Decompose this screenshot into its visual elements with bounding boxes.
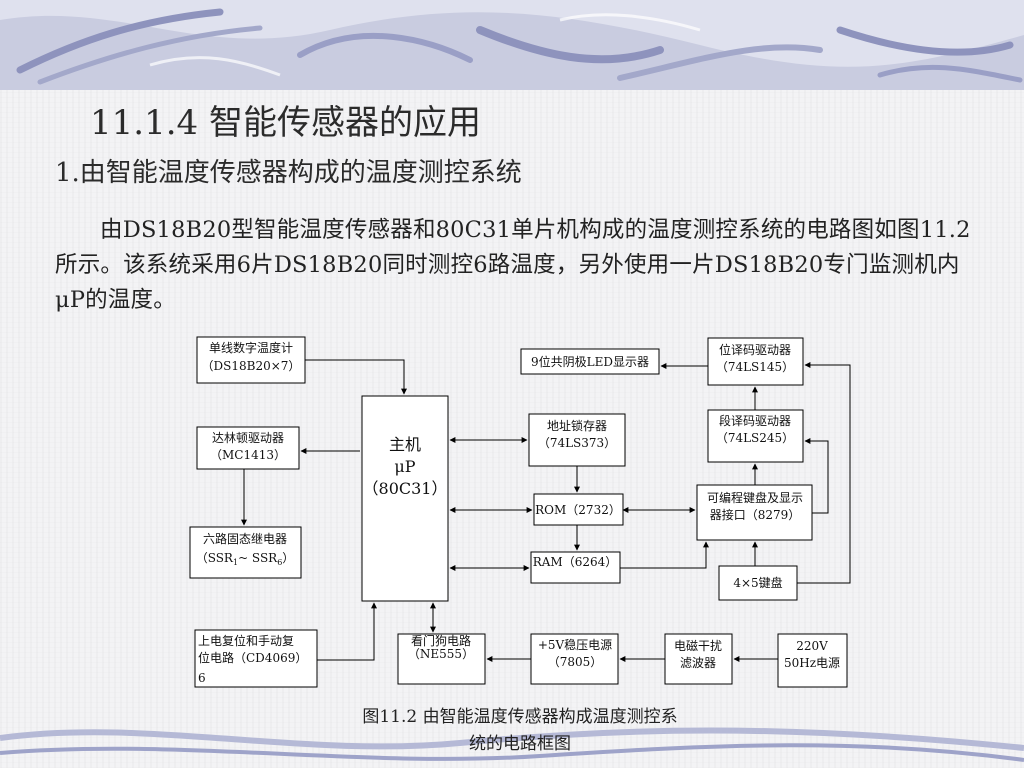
link-ram-kbdif	[620, 541, 709, 569]
ram-label: RAM（6264）	[533, 555, 618, 569]
reset-label-1: 上电复位和手动复	[198, 633, 294, 648]
emi-label-1: 电磁干扰	[674, 638, 722, 653]
box-ram	[530, 551, 621, 584]
mains-label-1: 220V	[796, 639, 828, 653]
darlington-label-2: （MC1413）	[210, 448, 286, 462]
box-led-display	[520, 348, 660, 375]
box-keyboard-interface	[696, 484, 813, 541]
box-thermometer	[196, 336, 306, 384]
box-reset-circuit	[194, 629, 318, 688]
box-solid-state-relay	[189, 526, 302, 579]
body-paragraph: 由DS18B20型智能温度传感器和80C31单片机构成的温度测控系统的电路图如图…	[55, 217, 971, 313]
seg-driver-label-1: 段译码驱动器	[719, 413, 791, 428]
link-thermometer-cpu	[305, 359, 407, 395]
watchdog-label-1: 看门狗电路	[411, 633, 471, 648]
watchdog-label-2: （NE555）	[408, 647, 474, 661]
box-darlington-driver	[196, 426, 300, 470]
latch-label-1: 地址锁存器	[547, 418, 607, 433]
box-segment-driver	[707, 409, 804, 463]
cpu-label-2: μP	[394, 457, 415, 476]
digit-driver-label-2: （74LS145）	[716, 360, 794, 374]
box-emi-filter	[664, 633, 733, 685]
kbd-if-label-2: 器接口（8279）	[710, 507, 801, 522]
mains-label-2: 50Hz电源	[784, 656, 840, 670]
box-rom	[533, 493, 624, 526]
thermometer-label-2: （DS18B20×7）	[202, 359, 301, 373]
figure-caption: 图11.2 由智能温度传感器构成温度测控系 统的电路框图	[300, 704, 740, 758]
cpu-label-1: 主机	[389, 435, 421, 454]
reset-label-3: 6	[198, 671, 206, 685]
darlington-label-1: 达林顿驱动器	[212, 431, 284, 445]
rom-label: ROM（2732）	[535, 503, 621, 517]
box-mains	[777, 633, 848, 688]
latch-label-2: （74LS373）	[538, 436, 616, 450]
reset-label-2: 位电路（CD4069）	[198, 650, 307, 665]
decorative-wave-band-top	[0, 0, 1024, 90]
psu-label-2: （7805）	[548, 655, 603, 669]
keypad-label: 4×5键盘	[733, 575, 782, 590]
link-keypad-digitdriver	[797, 362, 851, 584]
kbd-if-label-1: 可编程键盘及显示	[707, 490, 803, 505]
seg-driver-label-2: （74LS245）	[716, 431, 794, 445]
link-kbdif-segdriver-side	[804, 438, 829, 514]
psu-label-1: +5V稳压电源	[538, 637, 612, 652]
link-reset-cpu	[317, 602, 377, 661]
slide-title: 11.1.4 智能传感器的应用	[90, 103, 481, 143]
led-label: 9位共阴极LED显示器	[531, 354, 649, 369]
box-address-latch	[528, 413, 626, 467]
caption-line-2: 统的电路框图	[469, 734, 571, 754]
caption-line-1: 图11.2 由智能温度传感器构成温度测控系	[362, 707, 678, 727]
box-watchdog	[397, 633, 486, 685]
ssr-label-1: 六路固态继电器	[203, 531, 287, 546]
cpu-label-3: （80C31）	[363, 479, 448, 498]
ssr-label-2: （SSR1~ SSR6）	[196, 551, 295, 567]
emi-label-2: 滤波器	[680, 656, 716, 670]
box-digit-driver	[707, 337, 804, 386]
thermometer-label-1: 单线数字温度计	[209, 340, 293, 355]
section-heading: 1.由智能温度传感器构成的温度测控系统	[55, 158, 522, 188]
digit-driver-label-1: 位译码驱动器	[719, 342, 791, 357]
decorative-wave-band-bottom	[0, 727, 1024, 762]
box-cpu	[361, 395, 449, 602]
box-power-supply	[530, 633, 619, 685]
